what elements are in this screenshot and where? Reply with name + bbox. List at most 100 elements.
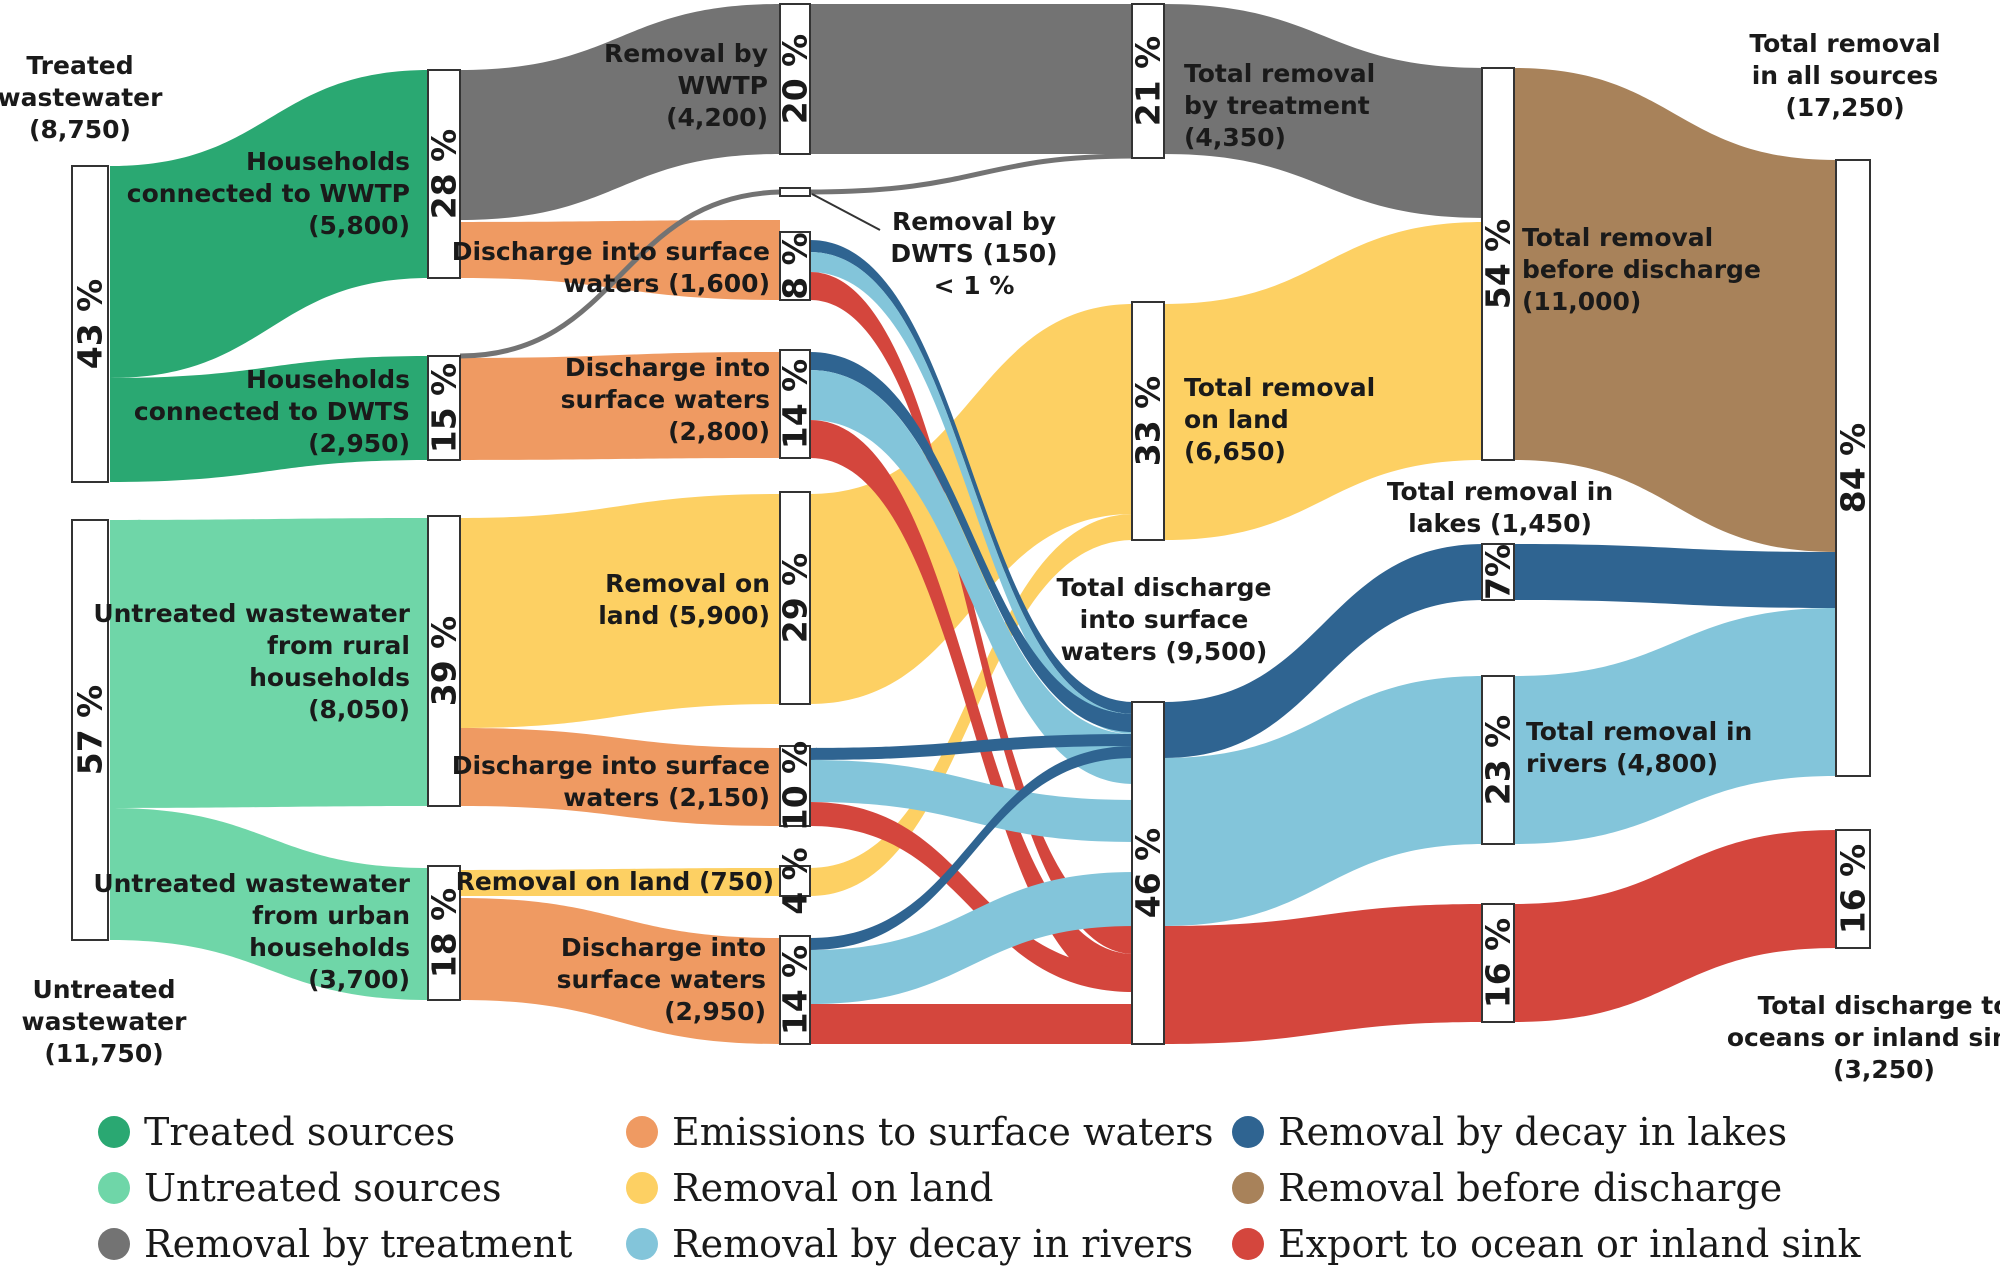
legend-swatch xyxy=(626,1172,658,1204)
flow-d2150-lakes xyxy=(810,734,1134,760)
legend-swatch xyxy=(1232,1228,1264,1260)
node-ocean-mid-pct: 16 % xyxy=(1479,918,1518,1008)
node-removal-dwts xyxy=(779,187,811,197)
legend-label: Removal by decay in lakes xyxy=(1278,1110,1787,1154)
node-land-750 xyxy=(779,865,811,897)
node-discharge-2150 xyxy=(779,745,811,827)
node-ocean-final xyxy=(1835,829,1871,949)
flow-d2950-lakes xyxy=(810,746,1134,950)
legend-label: Removal before discharge xyxy=(1278,1166,1782,1210)
flow-wwtp-to-removal xyxy=(460,4,780,220)
flow-d2950-rivers xyxy=(810,872,1134,1004)
node-removal-wwtp-pct: 20 % xyxy=(776,34,815,124)
node-removal-wwtp xyxy=(779,3,811,155)
node-urban xyxy=(427,865,461,1001)
node-wwtp-pct: 28 % xyxy=(425,129,464,219)
legend-swatch xyxy=(98,1228,130,1260)
legend-swatch xyxy=(98,1172,130,1204)
node-ocean-mid xyxy=(1481,903,1515,1023)
flow-total-land-to-before xyxy=(1164,222,1484,540)
flow-d2150-rivers xyxy=(810,760,1134,842)
flow-dwts-to-removal xyxy=(459,189,781,359)
node-total-discharge-pct: 46 % xyxy=(1129,828,1168,918)
node-land-750-pct: 4 % xyxy=(776,847,815,915)
node-discharge-2950 xyxy=(779,935,811,1045)
node-discharge-2950-pct: 14 % xyxy=(776,945,815,1035)
flow-removal-wwtp-to-total-treatment xyxy=(810,4,1134,154)
node-discharge-1600-pct: 8 % xyxy=(776,232,815,300)
legend-label: Export to ocean or inland sink xyxy=(1278,1222,1862,1266)
legend-label: Treated sources xyxy=(144,1110,455,1154)
legend-swatch xyxy=(1232,1116,1264,1148)
flow-treated-to-wwtp xyxy=(110,70,430,378)
flow-untreated-to-rural xyxy=(110,518,430,808)
flow-urban-to-discharge xyxy=(460,898,780,1044)
node-untreated xyxy=(71,519,109,941)
node-total-treatment xyxy=(1131,3,1165,159)
flow-d1600-lakes xyxy=(810,240,1134,714)
flow-rivers-to-all xyxy=(1514,608,1836,844)
flow-discharge-to-lakes xyxy=(1164,544,1484,758)
flow-wwtp-to-discharge xyxy=(460,220,780,300)
flow-d1600-rivers xyxy=(810,252,1134,734)
flow-d2800-lakes xyxy=(810,352,1134,732)
node-dwts xyxy=(427,355,461,461)
legend-swatch xyxy=(626,1116,658,1148)
flow-rural-to-land xyxy=(460,494,780,728)
node-wwtp xyxy=(427,69,461,279)
legend-swatch xyxy=(98,1116,130,1148)
legend-label: Emissions to surface waters xyxy=(672,1110,1214,1154)
node-rural-pct: 39 % xyxy=(425,616,464,706)
node-untreated-pct: 57 % xyxy=(71,685,110,775)
node-dwts-pct: 15 % xyxy=(425,363,464,453)
node-land-5900-pct: 29 % xyxy=(776,553,815,643)
label-removal-land-750: Removal on land (750) xyxy=(456,867,774,896)
flows xyxy=(110,4,1836,1044)
flow-ocean-to-final xyxy=(1514,830,1836,1022)
flow-discharge-to-ocean xyxy=(1164,904,1484,1044)
flow-dwts-removal-to-total xyxy=(809,153,1135,195)
dwts-callout-line xyxy=(811,193,881,231)
flow-d1600-ocean xyxy=(810,272,1134,954)
flow-treated-to-dwts xyxy=(110,356,430,482)
node-rivers-pct: 23 % xyxy=(1479,715,1518,805)
legend-label: Removal on land xyxy=(672,1166,993,1210)
flow-dwts-to-discharge xyxy=(460,352,780,460)
legend-label: Untreated sources xyxy=(144,1166,502,1210)
flow-rural-to-discharge xyxy=(460,728,780,826)
nodes: 43 %57 %28 %15 %39 %18 %20 %8 %14 %29 %1… xyxy=(71,3,1873,1045)
flow-total-treatment-to-before xyxy=(1164,4,1484,218)
legend-swatch xyxy=(626,1228,658,1260)
flow-before-to-all xyxy=(1514,68,1836,552)
flow-untreated-to-urban xyxy=(110,808,430,1000)
node-rural xyxy=(427,515,461,807)
flow-d2800-ocean xyxy=(810,420,1134,992)
node-total-discharge xyxy=(1131,701,1165,1045)
legend-label: Removal by treatment xyxy=(144,1222,572,1266)
flow-d2800-rivers xyxy=(810,370,1134,784)
node-discharge-2150-pct: 10 % xyxy=(776,741,815,831)
node-total-before xyxy=(1481,67,1515,461)
node-discharge-2800 xyxy=(779,349,811,459)
node-treated xyxy=(71,165,109,483)
